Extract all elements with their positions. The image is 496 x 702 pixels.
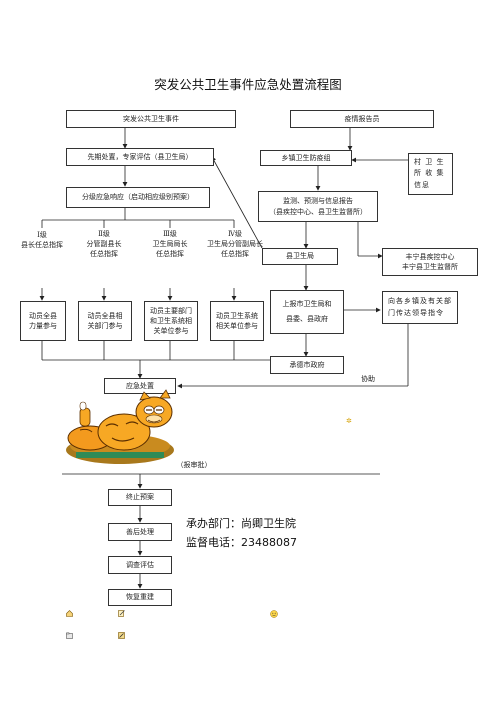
pencil-icon: [118, 632, 125, 639]
node-investigate: 调查评估: [108, 556, 172, 574]
node-report-up: 上报市卫生局和 县委、县政府: [270, 290, 344, 334]
node-village-clinic: 村 卫 生 所 收 集 信息: [408, 153, 453, 195]
node-chengde-government: 承德市政府: [270, 356, 344, 374]
node-public-health-event: 突发公共卫生事件: [66, 110, 236, 128]
node-line: 动员卫生系统: [216, 311, 258, 320]
node-line: 所 收 集: [414, 169, 445, 178]
node-mobilize-main: 动员主要部门 和卫生系统相 关单位参与: [144, 301, 198, 341]
node-line: 监测、预测与信息报告: [283, 197, 353, 206]
node-line: （县疾控中心、县卫生监督所）: [269, 207, 367, 216]
node-line: 和卫生系统相: [150, 316, 192, 325]
node-line: 动员全县相: [87, 311, 123, 320]
node-early-handling: 先期处置，专家评估（县卫生局）: [66, 148, 214, 166]
level-3-label: Ⅲ级 卫生局局长 任总指挥: [140, 229, 200, 259]
node-label: 先期处置，专家评估（县卫生局）: [87, 152, 193, 161]
node-line: 县委、县政府: [286, 315, 328, 323]
node-label: 乡镇卫生防疫组: [281, 153, 331, 162]
node-grading-response: 分级应急响应（启动相应级别预案）: [66, 187, 210, 208]
label-line: 任总指挥: [221, 250, 249, 259]
node-line: 上报市卫生局和: [282, 300, 332, 309]
label-line: Ⅲ级: [163, 230, 177, 238]
label-line: 分管副县长: [86, 240, 122, 249]
approval-label: （报审批）: [176, 461, 212, 469]
level-2-label: Ⅱ级 分管副县长 任总指挥: [74, 229, 134, 259]
node-mobilize-all: 动员全县 力量参与: [20, 301, 66, 341]
node-line: 丰宁县卫生监督所: [402, 263, 458, 271]
label-line: Ⅰ级: [37, 231, 47, 239]
node-monitoring: 监测、预测与信息报告 （县疾控中心、县卫生监督所）: [258, 191, 378, 222]
node-label: 调查评估: [126, 560, 154, 569]
page-title: 突发公共卫生事件应急处置流程图: [154, 77, 342, 92]
label-line: 卫生局局长: [152, 240, 188, 249]
label-line: 任总指挥: [90, 250, 118, 259]
node-county-health-bureau: 县卫生局: [262, 248, 338, 265]
node-line: 村 卫 生: [414, 158, 445, 167]
garfield-cartoon-image: [66, 389, 174, 464]
label-line: 任总指挥: [156, 250, 184, 259]
node-line: 相关单位参与: [216, 322, 258, 330]
folder-icon: [66, 632, 73, 639]
sparkle-icon: ✲: [346, 417, 352, 425]
node-line: 动员主要部门: [150, 306, 192, 315]
node-rebuild: 恢复重建: [108, 589, 172, 606]
node-mobilize-health: 动员卫生系统 相关单位参与: [210, 301, 264, 341]
node-township-group: 乡镇卫生防疫组: [260, 150, 352, 166]
node-label: 疫情报告员: [344, 114, 380, 123]
node-label: 承德市政府: [289, 360, 325, 369]
smiley-icon: [270, 610, 278, 618]
node-line: 力量参与: [29, 322, 57, 330]
node-emergency-handling: 应急处置: [104, 378, 176, 394]
home-icon: [66, 610, 73, 617]
node-terminate-plan: 终止预案: [108, 489, 172, 506]
label-line: 县长任总指挥: [21, 241, 63, 250]
sponsor-dept: 承办部门：尚卿卫生院: [186, 517, 296, 530]
node-line: 信息: [414, 180, 430, 189]
node-fengning-cdc: 丰宁县疾控中心 丰宁县卫生监督所: [382, 248, 478, 276]
label-line: Ⅱ级: [98, 230, 110, 238]
node-label: 应急处置: [126, 381, 154, 390]
sponsor-info: 承办部门：尚卿卫生院 监督电话：23488087: [186, 514, 297, 553]
node-line: 丰宁县疾控中心: [405, 252, 455, 261]
label-line: Ⅳ级: [228, 230, 242, 238]
node-notify-townships: 向各乡镇及有关部门传达领导指令: [382, 291, 458, 324]
level-1-label: Ⅰ级 县长任总指挥: [12, 230, 72, 250]
node-aftermath: 善后处理: [108, 523, 172, 541]
node-label: 善后处理: [126, 527, 154, 536]
node-label: 突发公共卫生事件: [123, 114, 179, 123]
assist-label: 协助: [361, 375, 375, 383]
node-label: 县卫生局: [286, 252, 314, 261]
level-4-label: Ⅳ级 卫生局分管副局长 任总指挥: [200, 229, 270, 259]
node-epidemic-reporter: 疫情报告员: [290, 110, 434, 128]
node-label: 分级应急响应（启动相应级别预案）: [82, 193, 194, 202]
node-line: 动员全县: [29, 311, 57, 320]
sponsor-phone: 监督电话：23488087: [186, 536, 297, 550]
label-line: 卫生局分管副局长: [207, 240, 263, 249]
node-label: 终止预案: [126, 493, 154, 502]
node-label: 向各乡镇及有关部门传达领导指令: [388, 297, 452, 317]
node-line: 关单位参与: [153, 327, 189, 336]
node-mobilize-departments: 动员全县相 关部门参与: [78, 301, 132, 341]
node-label: 恢复重建: [126, 593, 154, 602]
edit-note-icon: [118, 610, 125, 617]
node-line: 关部门参与: [87, 322, 123, 330]
